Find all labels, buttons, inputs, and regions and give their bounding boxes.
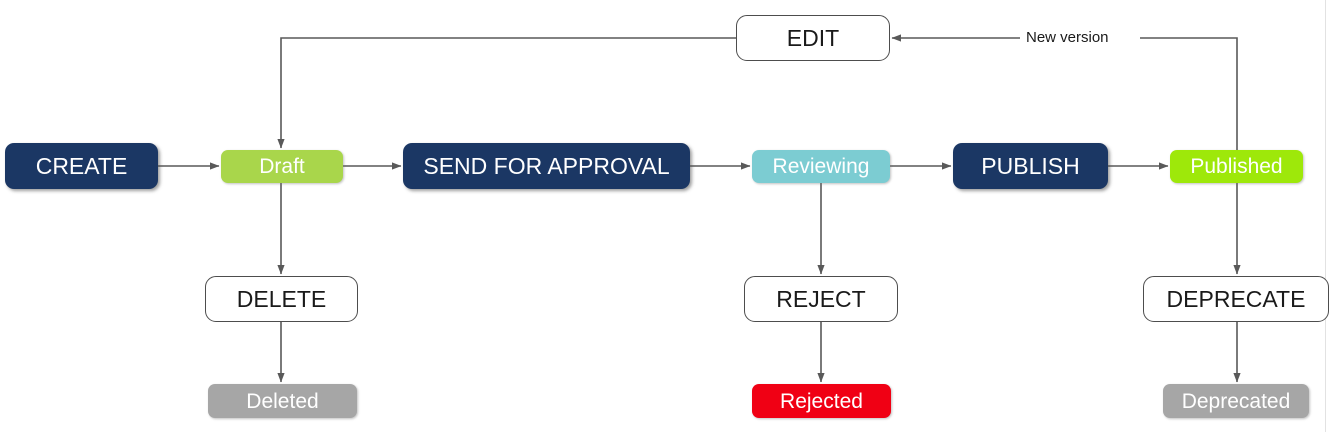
node-label-draft: Draft: [259, 155, 305, 178]
page-right-edge: [1325, 0, 1326, 432]
node-send-for-approval[interactable]: SEND FOR APPROVAL: [403, 143, 690, 189]
node-edit[interactable]: EDIT: [736, 15, 890, 61]
node-label-delete: DELETE: [236, 285, 327, 312]
node-deprecate[interactable]: DEPRECATE: [1143, 276, 1329, 322]
node-label-deprecated: Deprecated: [1181, 389, 1291, 413]
node-deleted[interactable]: Deleted: [208, 384, 357, 418]
node-label-send-for-approval: SEND FOR APPROVAL: [423, 152, 670, 179]
edge-edit-draft: [277, 37, 736, 149]
node-label-publish: PUBLISH: [981, 152, 1080, 179]
node-label-deprecate: DEPRECATE: [1166, 285, 1306, 312]
node-label-deleted: Deleted: [246, 389, 319, 413]
node-rejected[interactable]: Rejected: [752, 384, 891, 418]
node-label-reviewing: Reviewing: [772, 155, 870, 178]
node-draft[interactable]: Draft: [221, 150, 343, 183]
node-reject[interactable]: REJECT: [744, 276, 898, 322]
node-deprecated[interactable]: Deprecated: [1163, 384, 1309, 418]
node-published[interactable]: Published: [1170, 150, 1303, 183]
node-create[interactable]: CREATE: [5, 143, 158, 189]
node-publish[interactable]: PUBLISH: [953, 143, 1108, 189]
edge-published-edit: [1140, 37, 1238, 150]
node-label-published: Published: [1190, 155, 1283, 178]
node-label-create: CREATE: [35, 152, 128, 179]
node-label-rejected: Rejected: [780, 389, 863, 413]
node-reviewing[interactable]: Reviewing: [752, 150, 890, 183]
node-delete[interactable]: DELETE: [205, 276, 358, 322]
node-label-reject: REJECT: [776, 285, 866, 312]
node-label-edit: EDIT: [786, 24, 840, 51]
edge-label-new-version: New version: [1021, 30, 1114, 45]
